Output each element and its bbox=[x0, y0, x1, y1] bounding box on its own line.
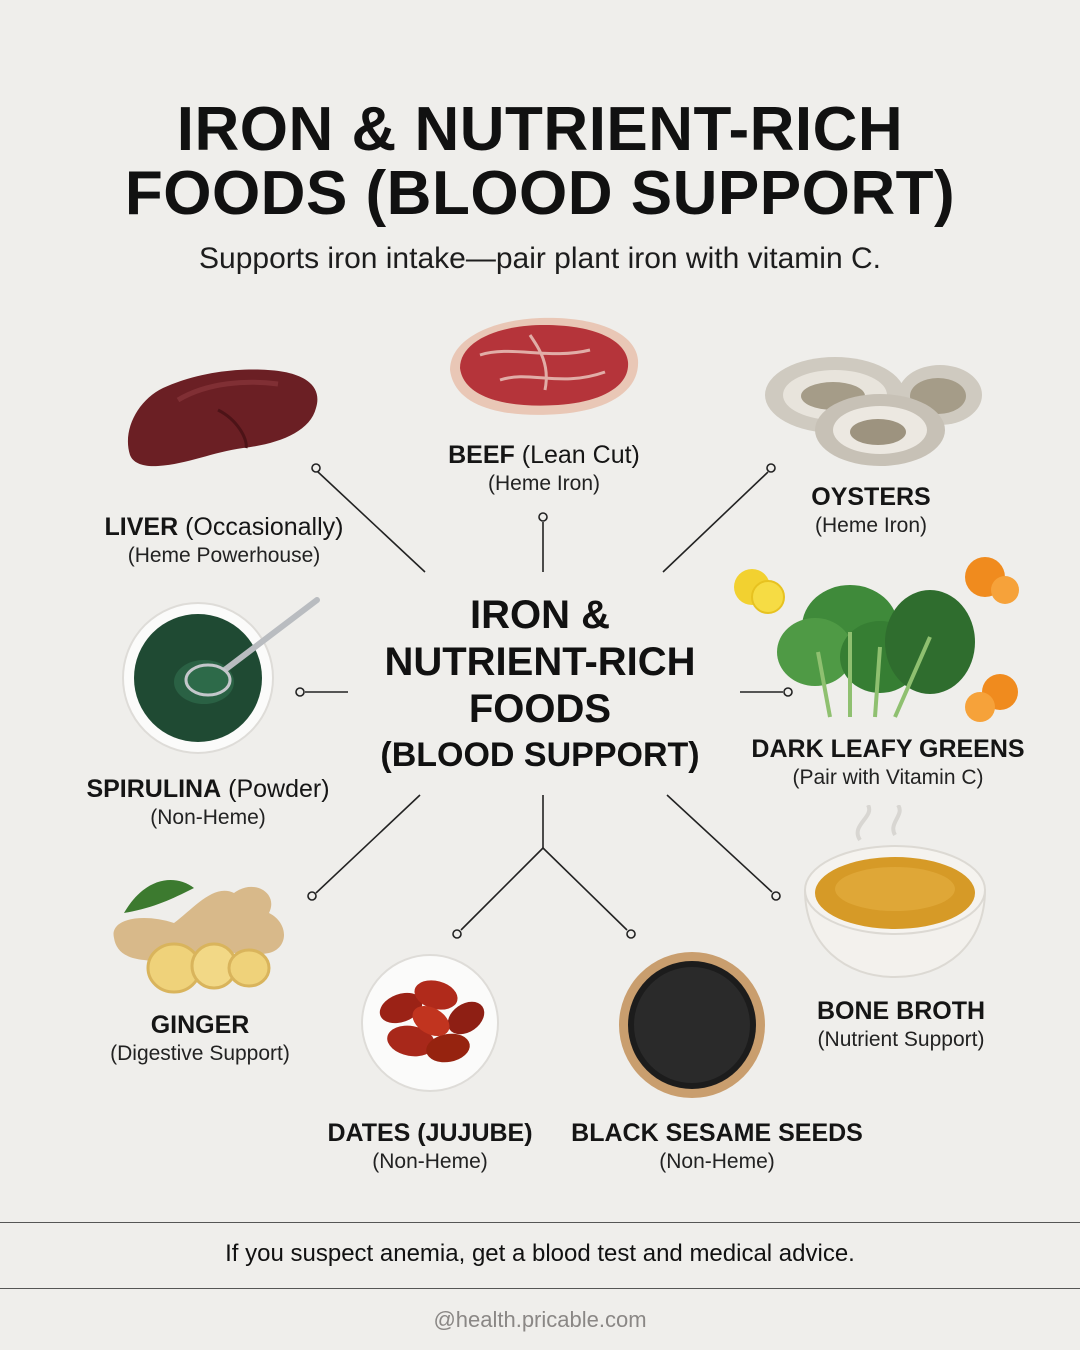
food-label-oysters: OYSTERS (Heme Iron) bbox=[701, 482, 1041, 540]
ginger-name: GINGER bbox=[150, 1011, 250, 1039]
connector-sesame bbox=[542, 847, 628, 931]
beef-icon bbox=[450, 317, 639, 415]
food-label-liver: LIVER (Occasionally) (Heme Powerhouse) bbox=[54, 512, 394, 570]
connector-liver-dot bbox=[311, 463, 321, 473]
dates-name: DATES (JUJUBE) bbox=[327, 1119, 533, 1147]
beef-note: (Heme Iron) bbox=[487, 472, 601, 495]
footer-disclaimer: If you suspect anemia, get a blood test … bbox=[225, 1240, 855, 1267]
title-line-1: IRON & NUTRIENT-RICH bbox=[176, 95, 904, 164]
hub-line-3: FOODS bbox=[468, 687, 612, 731]
connector-greens-dot bbox=[783, 687, 793, 697]
spirulina-note: (Non-Heme) bbox=[150, 806, 266, 829]
connector-liver bbox=[317, 471, 426, 573]
hub-line-1: IRON & bbox=[470, 593, 610, 637]
page-title: IRON & NUTRIENT-RICH FOODS (BLOOD SUPPOR… bbox=[0, 98, 1080, 226]
beef-name: BEEF bbox=[448, 441, 515, 469]
greens-note: (Pair with Vitamin C) bbox=[792, 766, 984, 789]
liver-detail: (Occasionally) bbox=[185, 513, 344, 541]
connector-broth-dot bbox=[771, 891, 781, 901]
food-label-broth: BONE BROTH (Nutrient Support) bbox=[731, 996, 1071, 1054]
title-line-2: FOODS (BLOOD SUPPORT) bbox=[124, 159, 956, 228]
food-label-dates: DATES (JUJUBE) (Non-Heme) bbox=[260, 1118, 600, 1176]
sesame-icon bbox=[619, 952, 765, 1098]
connector-dates-dot bbox=[452, 929, 462, 939]
connector-dates bbox=[460, 847, 544, 931]
bone-broth-icon bbox=[803, 805, 987, 979]
connector-ginger-dot bbox=[307, 891, 317, 901]
greens-name: DARK LEAFY GREENS bbox=[751, 735, 1025, 763]
hub-line-2: NUTRIENT-RICH bbox=[384, 640, 696, 684]
liver-name: LIVER bbox=[104, 513, 179, 541]
sesame-note: (Non-Heme) bbox=[659, 1150, 775, 1173]
broth-name: BONE BROTH bbox=[816, 997, 986, 1025]
page-subtitle: Supports iron intake—pair plant iron wit… bbox=[199, 242, 881, 275]
connector-oysters bbox=[662, 471, 769, 573]
connector-spirulina-dot bbox=[295, 687, 305, 697]
spirulina-name: SPIRULINA bbox=[86, 775, 222, 803]
connector-oysters-dot bbox=[766, 463, 776, 473]
food-label-spirulina: SPIRULINA (Powder) (Non-Heme) bbox=[38, 774, 378, 832]
beef-detail: (Lean Cut) bbox=[521, 441, 640, 469]
liver-icon bbox=[127, 369, 318, 467]
oysters-note: (Heme Iron) bbox=[814, 514, 928, 537]
oysters-icon bbox=[765, 357, 982, 466]
spirulina-icon bbox=[122, 597, 320, 754]
connector-broth bbox=[666, 794, 773, 893]
food-label-beef: BEEF (Lean Cut) (Heme Iron) bbox=[374, 440, 714, 498]
footer-rule-bottom bbox=[0, 1288, 1080, 1289]
oysters-name: OYSTERS bbox=[811, 483, 931, 511]
food-label-sesame: BLACK SESAME SEEDS (Non-Heme) bbox=[547, 1118, 887, 1176]
dates-icon bbox=[361, 954, 499, 1092]
connector-beef-dot bbox=[538, 512, 548, 522]
connector-sesame-dot bbox=[626, 929, 636, 939]
dates-note: (Non-Heme) bbox=[372, 1150, 488, 1173]
liver-note: (Heme Powerhouse) bbox=[127, 544, 321, 567]
spirulina-detail: (Powder) bbox=[228, 775, 330, 803]
footer-handle: @health.pricable.com bbox=[433, 1307, 647, 1332]
ginger-icon bbox=[113, 880, 284, 994]
connector-ginger bbox=[315, 794, 421, 894]
leafy-greens-icon bbox=[734, 557, 1019, 722]
food-label-ginger: GINGER (Digestive Support) bbox=[30, 1010, 370, 1068]
ginger-note: (Digestive Support) bbox=[110, 1042, 290, 1065]
sesame-name: BLACK SESAME SEEDS bbox=[571, 1119, 863, 1147]
broth-note: (Nutrient Support) bbox=[817, 1028, 985, 1051]
footer-rule-top bbox=[0, 1222, 1080, 1223]
center-hub: IRON & NUTRIENT-RICH FOODS (BLOOD SUPPOR… bbox=[340, 592, 740, 777]
hub-line-4: (BLOOD SUPPORT) bbox=[380, 736, 700, 774]
food-label-greens: DARK LEAFY GREENS (Pair with Vitamin C) bbox=[718, 734, 1058, 792]
